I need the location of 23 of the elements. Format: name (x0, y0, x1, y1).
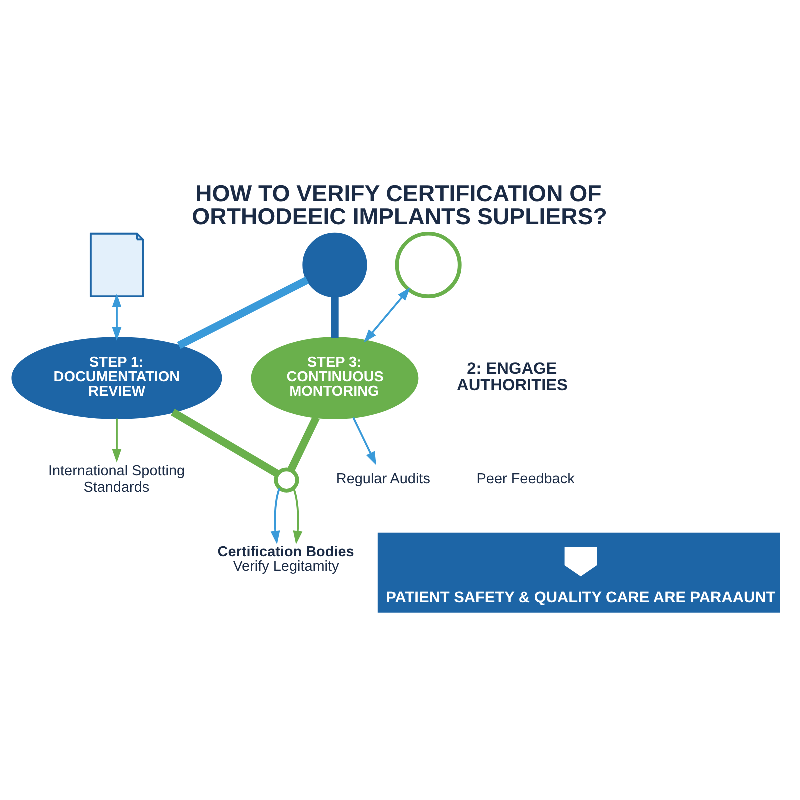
node-circle (395, 232, 462, 298)
arrow (270, 488, 281, 545)
node-text: Certification Bodies Verify Legitamity (218, 544, 354, 575)
arrow (292, 488, 303, 545)
arrow (364, 288, 411, 343)
connector (288, 416, 320, 472)
connector (171, 408, 280, 478)
node-circle (274, 468, 300, 493)
connector (331, 296, 339, 338)
arrow (112, 418, 122, 463)
connector (177, 276, 310, 350)
arrow (352, 417, 377, 466)
node-ellipse: STEP 1: DOCUMENTATION REVIEW (12, 337, 222, 420)
node-text: Regular Audits (336, 472, 430, 488)
node-text: Peer Feedback (476, 472, 575, 488)
cluster: PATIENT SAFETY & QUALITY CARE ARE PARAAUNT (378, 532, 780, 613)
node-heart (564, 547, 598, 577)
node-text: 2: ENGAGE AUTHORITIES (457, 360, 568, 394)
diagram-title: HOW TO VERIFY CERTIFICATION OF ORTHODEEIC IMPLANTS SUPLIERS? (192, 180, 608, 230)
arrow (112, 294, 122, 341)
node-ellipse: STEP 3: CONTINUOUS MONTORING (251, 337, 419, 420)
node-circle (302, 232, 368, 298)
node-text: International Spotting Standards (48, 463, 186, 496)
